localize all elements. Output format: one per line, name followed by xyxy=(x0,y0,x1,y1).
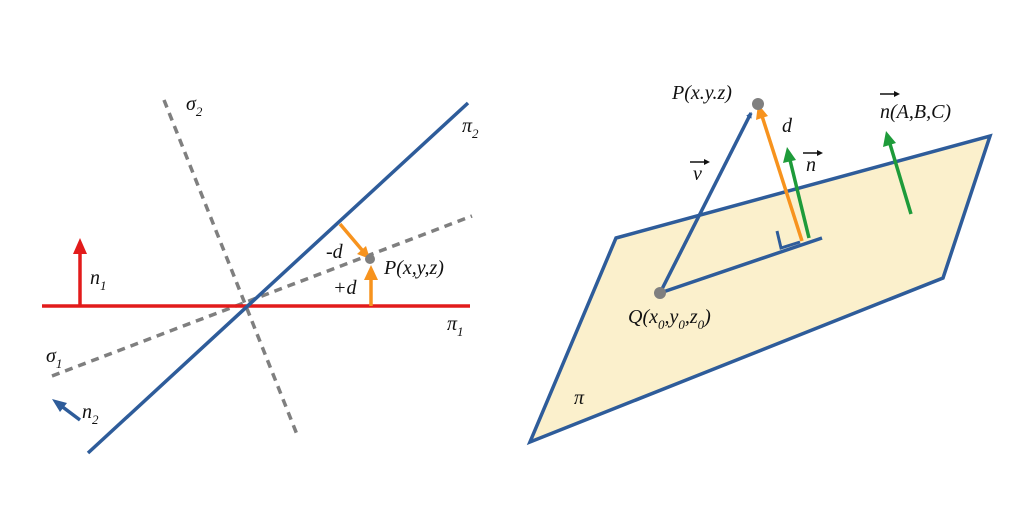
n1-label: n1 xyxy=(90,267,107,293)
point-p-right xyxy=(752,98,764,110)
sigma2-label: σ2 xyxy=(186,93,203,119)
plane-pi xyxy=(526,133,993,446)
n2-label: n2 xyxy=(82,401,99,427)
plus-d-arrow xyxy=(364,265,378,306)
projection-line xyxy=(659,236,823,295)
plus-d-label: +d xyxy=(333,277,357,299)
n2-arrow xyxy=(52,399,82,422)
point-p-right-label: P(x.y.z) xyxy=(671,82,732,104)
left-figure: σ2 π2 -d P(x,y,z) +d n1 π1 σ1 n2 xyxy=(42,93,479,455)
minus-d-label: -d xyxy=(326,241,344,263)
n1-arrow xyxy=(73,238,87,306)
vector-v xyxy=(658,111,753,294)
v-vector-bar xyxy=(690,159,710,165)
minus-d-arrow xyxy=(338,222,370,259)
sigma1-line xyxy=(51,214,473,378)
right-figure: P(x.y.z) d v n n(A,B,C) Q(x0,y0,z0) π xyxy=(526,82,993,446)
pi2-line xyxy=(86,101,470,455)
pi1-label: π1 xyxy=(447,313,464,339)
pi2-label: π2 xyxy=(462,115,479,141)
normal-vector-bar xyxy=(880,91,900,97)
n-vector-bar xyxy=(803,150,823,156)
n-label: n xyxy=(806,154,816,176)
plane-label: π xyxy=(574,387,585,409)
normal-n-arrow xyxy=(783,147,811,239)
v-label: v xyxy=(693,163,702,185)
point-q xyxy=(654,287,666,299)
right-angle-marker xyxy=(775,230,801,250)
sigma1-label: σ1 xyxy=(46,345,62,371)
point-p-left xyxy=(365,254,375,264)
d-label: d xyxy=(782,115,793,137)
point-p-left-label: P(x,y,z) xyxy=(383,257,444,279)
sigma2-line xyxy=(162,99,300,438)
plane-normal-label: n(A,B,C) xyxy=(880,101,951,123)
point-q-label: Q(x0,y0,z0) xyxy=(628,306,711,332)
plane-normal-arrow xyxy=(883,131,913,215)
